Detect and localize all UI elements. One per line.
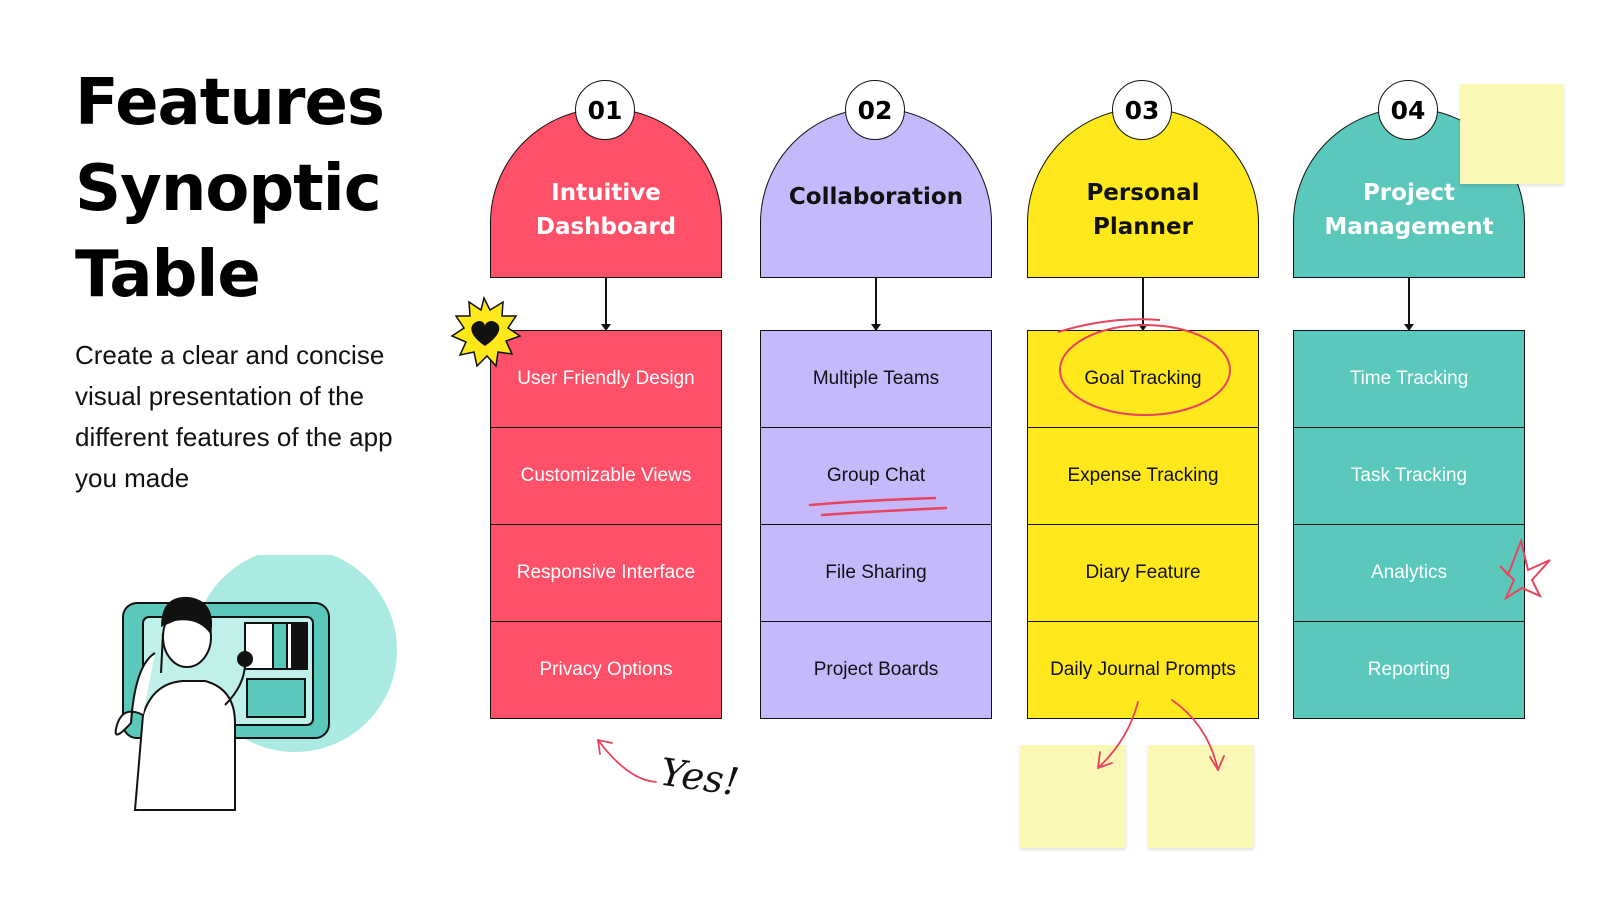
feature-item: Customizable Views: [491, 427, 721, 524]
title-line: Table: [75, 238, 261, 312]
column-title: Personal Planner: [1086, 180, 1200, 240]
column-number-badge: 02: [845, 80, 905, 140]
feature-item: Time Tracking: [1349, 368, 1469, 389]
feature-item: Daily Journal Prompts: [1028, 621, 1258, 718]
feature-column-01: 01 Intuitive Dashboard User Friendly Des…: [490, 80, 724, 720]
feature-item: Task Tracking: [1294, 427, 1524, 524]
title-line: Features: [75, 66, 385, 140]
feature-item: Privacy Options: [491, 621, 721, 718]
sticky-note[interactable]: [1148, 745, 1254, 848]
feature-item: File Sharing: [761, 524, 991, 621]
feature-item: Diary Feature: [1028, 524, 1258, 621]
connector-line: [605, 278, 607, 328]
arrow-down-icon: [871, 324, 881, 331]
sticky-note[interactable]: [1460, 84, 1564, 184]
feature-item: Reporting: [1294, 621, 1524, 718]
connector-line: [875, 278, 877, 328]
column-number-badge: 01: [575, 80, 635, 140]
handwritten-note: Yes!: [657, 749, 742, 805]
column-number-badge: 03: [1112, 80, 1172, 140]
column-title: Project Management: [1324, 180, 1494, 240]
feature-item: Analytics: [1294, 524, 1524, 621]
feature-item: User Friendly Design: [517, 368, 695, 389]
feature-column-03: 03 Personal Planner Goal Tracking Expens…: [1027, 80, 1261, 720]
connector-line: [1142, 278, 1144, 328]
page-title: Features Synoptic Table: [75, 60, 385, 318]
page-subtitle: Create a clear and concise visual presen…: [75, 340, 393, 493]
sticky-note[interactable]: [1020, 745, 1126, 848]
feature-column-02: 02 Collaboration Multiple Teams Group Ch…: [760, 80, 994, 720]
feature-list: Multiple Teams Group Chat File Sharing P…: [760, 330, 992, 719]
feature-list: Goal Tracking Expense Tracking Diary Fea…: [1027, 330, 1259, 719]
connector-line: [1408, 278, 1410, 328]
column-title: Collaboration: [788, 184, 964, 210]
column-number-badge: 04: [1378, 80, 1438, 140]
feature-item: Responsive Interface: [491, 524, 721, 621]
feature-list: Time Tracking Task Tracking Analytics Re…: [1293, 330, 1525, 719]
feature-item: Multiple Teams: [812, 368, 940, 389]
feature-item: Project Boards: [761, 621, 991, 718]
arrow-down-icon: [1404, 324, 1414, 331]
feature-item: Goal Tracking: [1084, 368, 1202, 389]
arrow-down-icon: [601, 324, 611, 331]
feature-item: Group Chat: [761, 427, 991, 524]
title-line: Synoptic: [75, 152, 382, 226]
column-title: Intuitive Dashboard: [535, 180, 677, 240]
feature-item: Expense Tracking: [1028, 427, 1258, 524]
feature-list: User Friendly Design Customizable Views …: [490, 330, 722, 719]
person-at-tablet-illustration: [114, 555, 397, 811]
